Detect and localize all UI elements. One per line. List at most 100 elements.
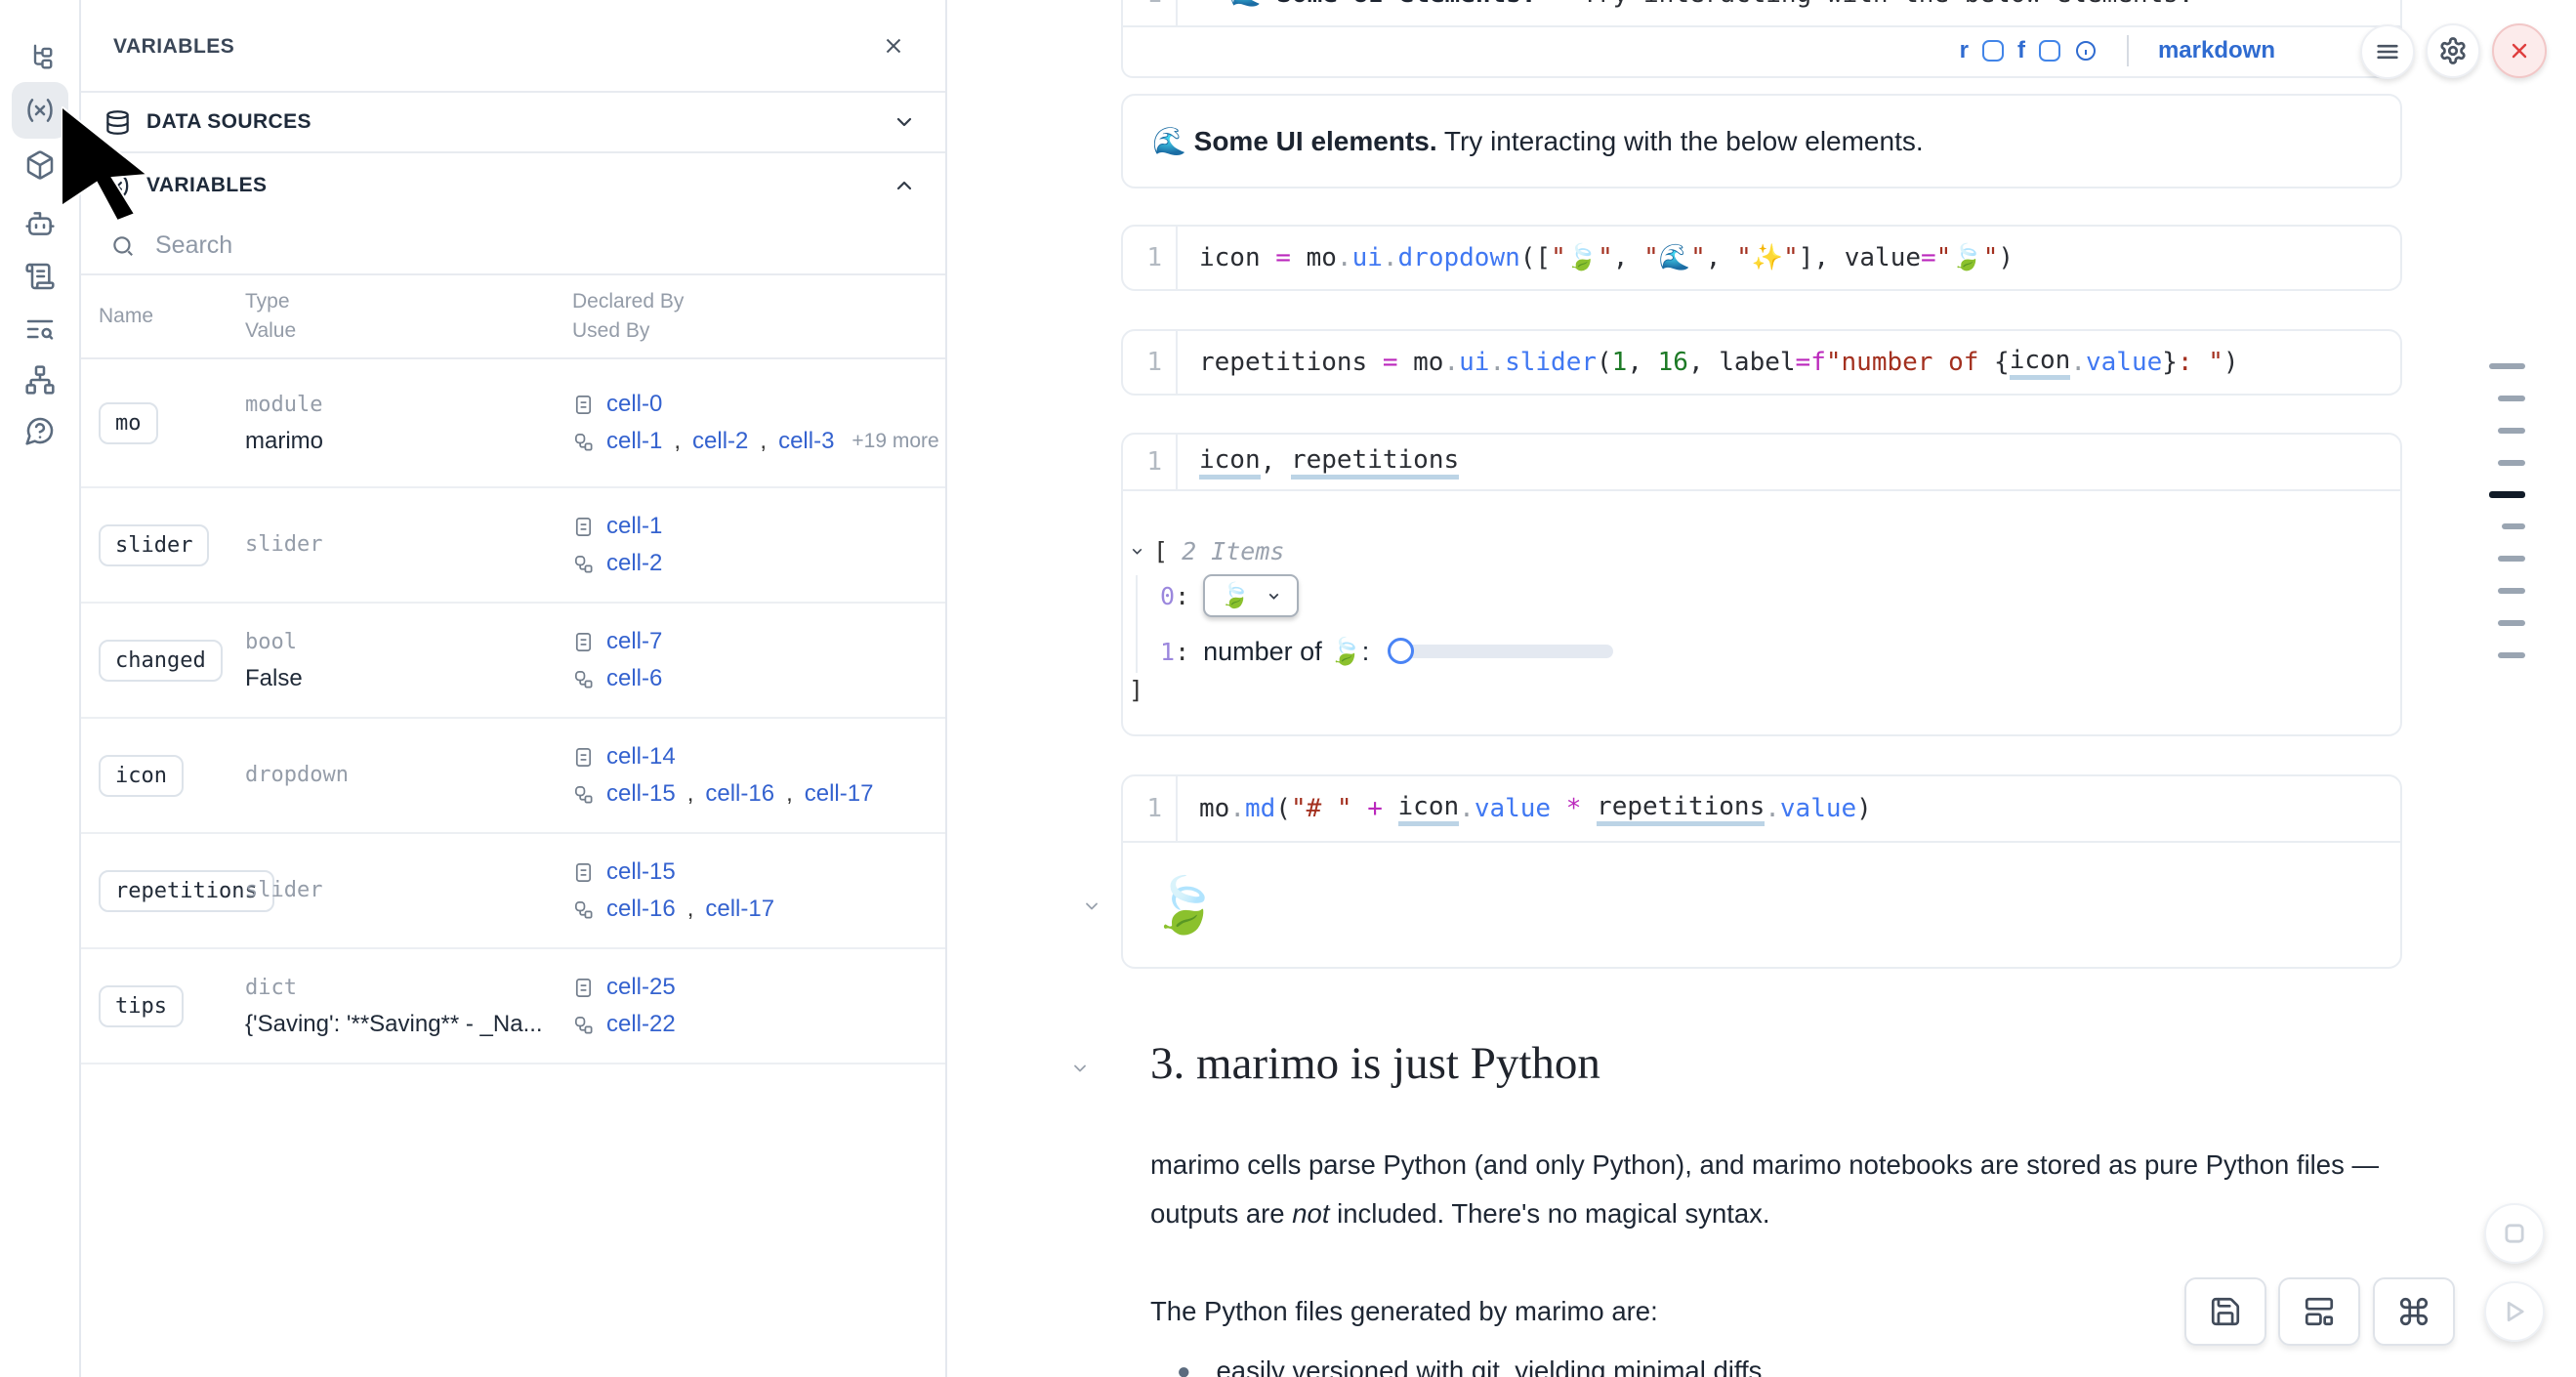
code-cell-dropdown: 1 icon = mo.ui.dropdown(["🍃", "🌊", "✨"],… <box>1121 225 2402 291</box>
link-icon <box>574 433 593 451</box>
accordion-variables[interactable]: VARIABLES <box>81 153 945 218</box>
cell-reference-link[interactable]: cell-15 <box>606 780 676 807</box>
cell-reference-link[interactable]: cell-17 <box>804 780 874 807</box>
sidebar-item-help[interactable] <box>12 402 68 459</box>
variables-icon <box>106 175 129 196</box>
variable-name-badge[interactable]: icon <box>99 754 184 797</box>
variable-name-badge[interactable]: mo <box>99 401 158 444</box>
minimap-dash[interactable] <box>2498 396 2525 401</box>
column-header-declared-used: Declared By Used By <box>572 290 685 342</box>
sidebar-item-ai-assistant[interactable] <box>12 195 68 252</box>
run-button[interactable] <box>2484 1281 2545 1342</box>
tree-output: [ 2 Items 0: 🍃 1: number of 🍃: <box>1123 491 2400 704</box>
cell-reference-link[interactable]: cell-0 <box>606 391 663 417</box>
cell-reference-link[interactable]: cell-16 <box>705 780 775 807</box>
emoji-output: 🍃 <box>1150 873 1219 936</box>
search-input[interactable] <box>155 231 741 260</box>
variable-value: marimo <box>245 427 324 454</box>
sidebar-item-logs[interactable] <box>12 301 68 357</box>
cell-reference-link[interactable]: cell-14 <box>606 743 676 770</box>
slider-thumb[interactable] <box>1388 638 1415 664</box>
minimap-dash[interactable] <box>2489 363 2525 369</box>
cell-language-button[interactable]: markdown <box>2157 37 2275 63</box>
info-icon[interactable] <box>2074 39 2098 63</box>
cell-reference-link[interactable]: cell-1 <box>606 428 663 454</box>
chevron-up-icon <box>893 174 916 197</box>
code-cell-slider: 1 repetitions = mo.ui.slider(1, 16, labe… <box>1121 329 2402 396</box>
shortcuts-button[interactable] <box>2373 1277 2455 1346</box>
line-number: 1 <box>1123 435 1178 489</box>
sidebar-item-packages[interactable] <box>12 137 68 193</box>
cell-reference-link[interactable]: cell-7 <box>606 628 663 654</box>
variable-name-badge[interactable]: changed <box>99 639 223 682</box>
section-heading: 3. marimo is just Python <box>1150 1038 1600 1089</box>
cell-reference-link[interactable]: cell-1 <box>606 513 663 539</box>
line-number: 1 <box>1123 0 1178 25</box>
document-icon <box>575 978 592 997</box>
code-line[interactable]: repetitions = mo.ui.slider(1, 16, label=… <box>1178 331 2239 394</box>
cell-reference-link[interactable]: cell-16 <box>606 896 676 922</box>
variable-name-badge[interactable]: slider <box>99 523 210 566</box>
section-collapse-chevron[interactable] <box>1070 1059 1090 1078</box>
accordion-data-sources[interactable]: DATA SOURCES <box>81 93 945 153</box>
sidebar-item-file-tree[interactable] <box>12 28 68 85</box>
layout-button[interactable] <box>2278 1277 2360 1346</box>
tree-collapse-chevron[interactable] <box>1129 543 1145 560</box>
cell-reference-link[interactable]: cell-25 <box>606 974 676 1000</box>
code-line[interactable]: icon = mo.ui.dropdown(["🍃", "🌊", "✨"], v… <box>1199 243 2015 272</box>
link-icon <box>574 785 593 804</box>
tree-close-bracket: ] <box>1129 676 1144 704</box>
minimap-dash[interactable] <box>2498 652 2525 658</box>
save-button[interactable] <box>2184 1277 2266 1346</box>
link-icon <box>574 1016 593 1034</box>
reactive-checkbox[interactable] <box>1981 40 2004 62</box>
variable-name-badge[interactable]: repetitions <box>99 869 274 912</box>
table-row: slider slider cell-1 cell-2 <box>81 488 945 604</box>
code-line[interactable]: mo.md("# " + icon.value * repetitions.va… <box>1178 776 1872 841</box>
variable-name-badge[interactable]: tips <box>99 984 184 1027</box>
sidebar-item-snippets[interactable] <box>12 248 68 305</box>
markdown-source-line[interactable]: **🌊 Some UI elements.** Try interacting … <box>1178 0 2194 25</box>
paragraph: marimo cells parse Python (and only Pyth… <box>1150 1149 2379 1229</box>
cell-reference-link[interactable]: cell-2 <box>692 428 749 454</box>
stop-button[interactable] <box>2484 1203 2545 1264</box>
cell-reference-link[interactable]: cell-3 <box>778 428 835 454</box>
notebook-menu-button[interactable] <box>2360 24 2415 79</box>
panel-header: VARIABLES <box>81 0 945 93</box>
help-chat-icon <box>25 417 54 445</box>
accordion-label: DATA SOURCES <box>146 110 312 133</box>
save-icon <box>2211 1297 2240 1326</box>
code-line[interactable]: icon, repetitions <box>1178 435 1460 489</box>
output-collapse-chevron[interactable] <box>1082 897 1101 916</box>
minimap-dash[interactable] <box>2498 556 2525 562</box>
more-references-label[interactable]: +19 more <box>852 430 939 452</box>
panel-close-button[interactable] <box>881 33 908 61</box>
variables-search <box>81 218 945 275</box>
cell-reference-link[interactable]: cell-17 <box>705 896 775 922</box>
variable-type: dropdown <box>245 763 349 787</box>
settings-button[interactable] <box>2426 23 2480 78</box>
icon-dropdown-control[interactable]: 🍃 <box>1203 574 1300 617</box>
minimap-dash[interactable] <box>2498 460 2525 466</box>
cell-reference-link[interactable]: cell-6 <box>606 665 663 691</box>
sidebar-item-variables[interactable] <box>12 82 68 139</box>
minimap-dash-active[interactable] <box>2489 491 2525 498</box>
minimap-dash[interactable] <box>2498 428 2525 434</box>
bot-icon <box>25 212 55 235</box>
cell-footer: r f markdown <box>1123 25 2400 74</box>
repetitions-slider[interactable] <box>1388 638 1614 664</box>
variable-value: False <box>245 664 303 691</box>
network-icon <box>25 365 55 395</box>
scroll-text-icon <box>25 263 55 290</box>
minimap-dash[interactable] <box>2498 588 2525 594</box>
sidebar-item-dependencies[interactable] <box>12 352 68 408</box>
bullet-item: ● easily versioned with git, yielding mi… <box>1177 1356 1762 1377</box>
fstring-checkbox[interactable] <box>2038 40 2060 62</box>
minimap-dash[interactable] <box>2502 523 2525 529</box>
cell-reference-link[interactable]: cell-22 <box>606 1011 676 1037</box>
minimap-dash[interactable] <box>2498 620 2525 626</box>
close-icon <box>2512 43 2527 59</box>
shutdown-button[interactable] <box>2492 23 2547 78</box>
cell-reference-link[interactable]: cell-2 <box>606 550 663 576</box>
cell-reference-link[interactable]: cell-15 <box>606 858 676 885</box>
